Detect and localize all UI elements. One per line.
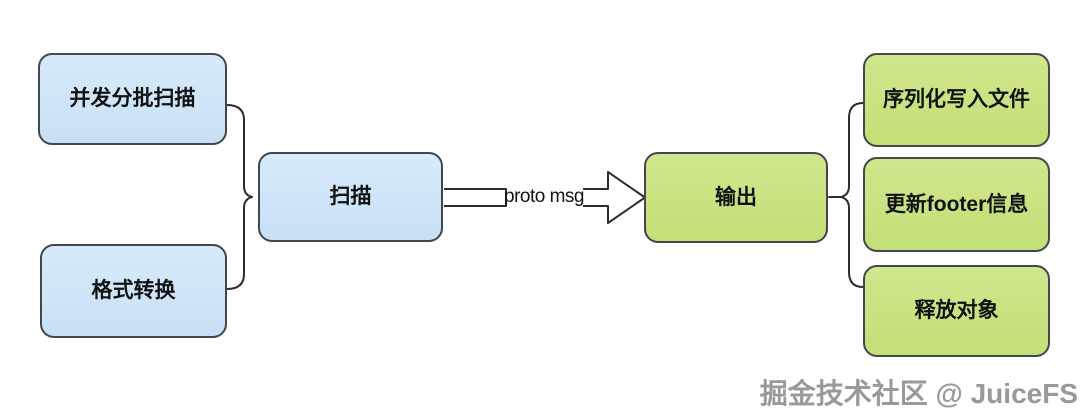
node-release-object-label: 释放对象 bbox=[914, 299, 999, 323]
node-scan: 扫描 bbox=[258, 152, 443, 242]
node-serialize-write-file-label: 序列化写入文件 bbox=[883, 88, 1030, 112]
node-output: 输出 bbox=[644, 152, 828, 243]
left-brace-connector bbox=[226, 104, 253, 290]
right-brace-connector bbox=[840, 102, 864, 288]
node-update-footer-info-label: 更新footer信息 bbox=[884, 192, 1029, 216]
proto-arrow-head bbox=[583, 171, 646, 224]
node-concurrent-batch-scan-label: 并发分批扫描 bbox=[69, 87, 196, 111]
proto-msg-arrow-label: proto msg bbox=[504, 186, 584, 207]
node-format-convert: 格式转换 bbox=[40, 244, 227, 338]
node-release-object: 释放对象 bbox=[863, 265, 1050, 357]
node-concurrent-batch-scan: 并发分批扫描 bbox=[38, 53, 227, 145]
node-format-convert-label: 格式转换 bbox=[91, 279, 176, 303]
node-update-footer-info: 更新footer信息 bbox=[863, 157, 1050, 252]
node-scan-label: 扫描 bbox=[329, 185, 372, 209]
node-serialize-write-file: 序列化写入文件 bbox=[863, 53, 1050, 147]
node-output-label: 输出 bbox=[715, 185, 757, 209]
proto-arrow-shaft bbox=[444, 188, 507, 207]
watermark: 掘金技术社区 @ JuiceFS bbox=[759, 378, 1078, 409]
